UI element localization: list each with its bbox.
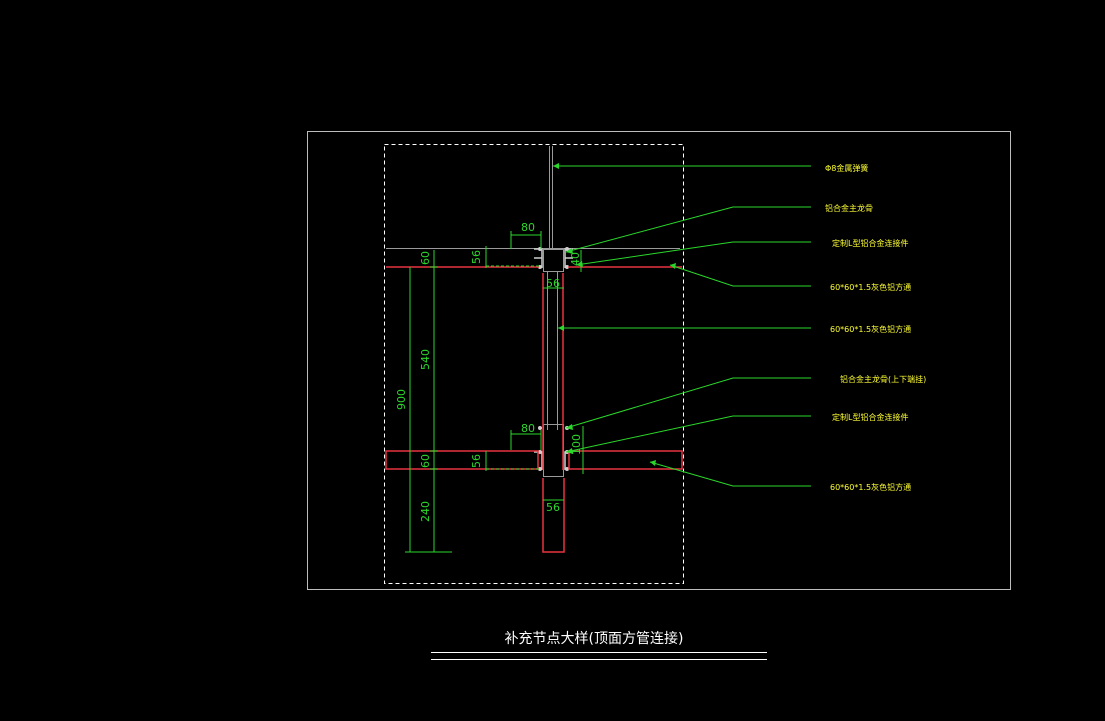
callout-tube-1: 60*60*1.5灰色铝方通 — [830, 282, 911, 292]
callout-spring: Φ8金属弹簧 — [825, 163, 868, 173]
dim-bot-56-left: 56 — [470, 454, 483, 468]
dashed-boundary — [384, 144, 684, 584]
dim-v-900: 900 — [395, 389, 408, 410]
dim-top-40: 40 — [569, 252, 582, 266]
callout-main-keel-ends: 铝合金主龙骨(上下端挂) — [840, 374, 926, 384]
callout-l-connector-bottom: 定制L型铝合金连接件 — [832, 412, 908, 422]
aluminum-tubes — [385, 266, 683, 553]
dim-top-80: 80 — [521, 221, 535, 234]
dim-top-56-left: 56 — [470, 250, 483, 264]
drawing-title: 补充节点大样(顶面方管连接) — [505, 630, 684, 647]
main-keel — [543, 249, 564, 477]
dim-v-540: 540 — [419, 349, 432, 370]
leader-lines — [553, 165, 811, 487]
leader-arrows — [553, 163, 676, 466]
dim-top-56-below: 56 — [546, 277, 560, 290]
dim-bot-56-below: 56 — [546, 501, 560, 514]
dimension-labels: 80 56 40 56 80 56 100 56 60 540 900 60 2… — [395, 221, 583, 522]
callout-l-connector-top: 定制L型铝合金连接件 — [832, 238, 908, 248]
dim-v-60-bottom: 60 — [419, 454, 432, 468]
dim-v-60-top: 60 — [419, 251, 432, 265]
callout-tube-2: 60*60*1.5灰色铝方通 — [830, 324, 911, 334]
dim-bot-100: 100 — [570, 434, 583, 455]
dim-bot-80: 80 — [521, 422, 535, 435]
callout-labels: Φ8金属弹簧 铝合金主龙骨 定制L型铝合金连接件 60*60*1.5灰色铝方通 … — [825, 163, 926, 492]
callout-tube-3: 60*60*1.5灰色铝方通 — [830, 482, 911, 492]
callout-main-keel: 铝合金主龙骨 — [825, 203, 873, 213]
left-vertical-dimensions — [405, 250, 452, 553]
dim-v-240: 240 — [419, 501, 432, 522]
drawing-frame — [307, 131, 1011, 590]
detail-dimensions — [485, 231, 584, 501]
